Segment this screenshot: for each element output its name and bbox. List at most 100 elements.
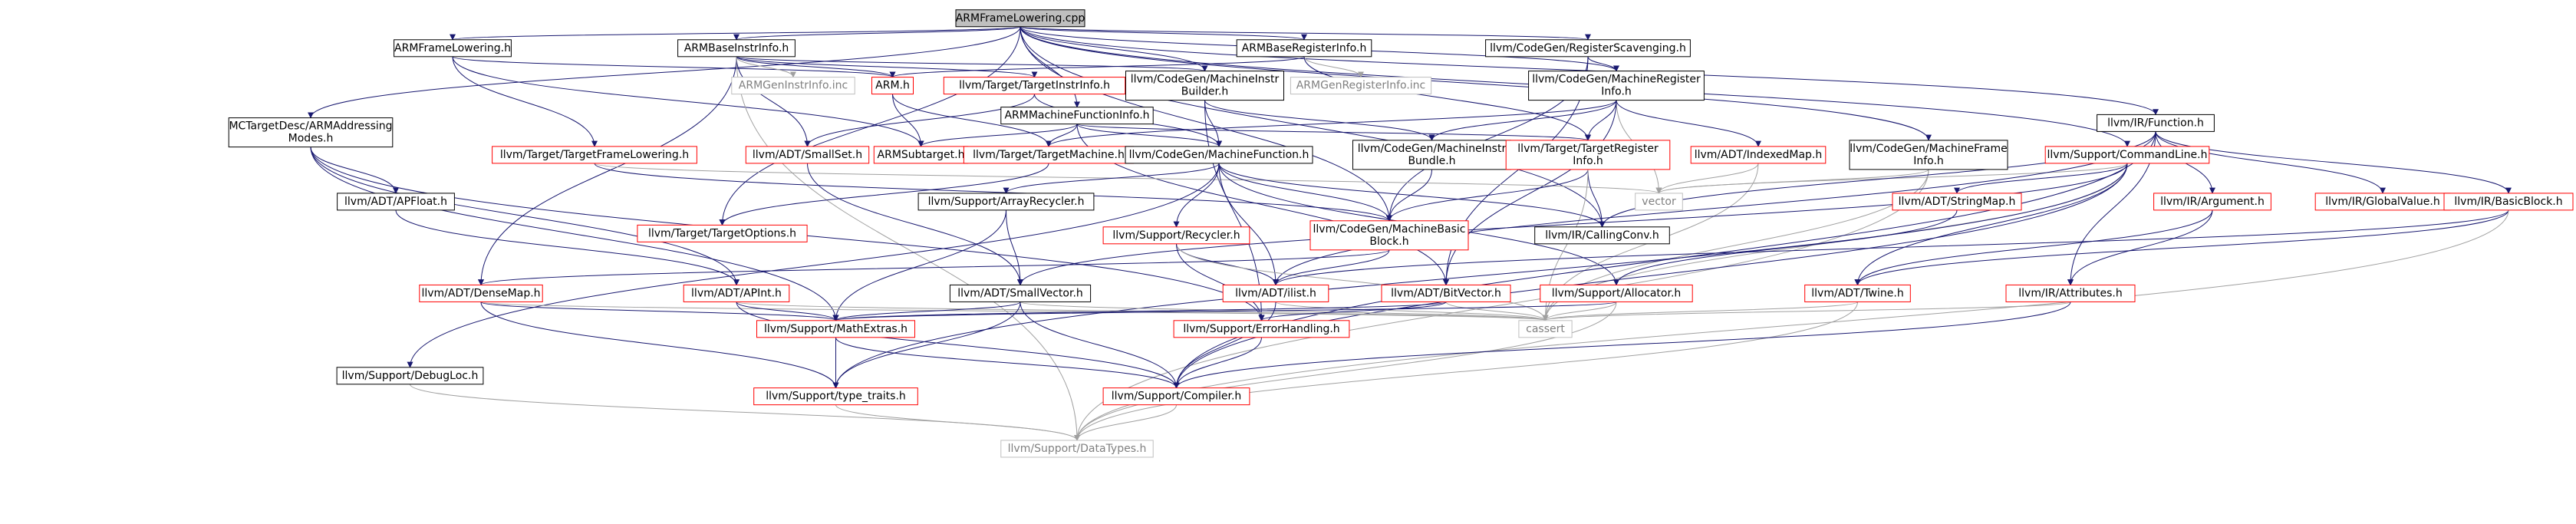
node-armmfi[interactable]: ARMMachineFunctionInfo.h xyxy=(1000,107,1154,125)
edge-root-to-callingconv xyxy=(1020,26,1606,228)
node-smallvector[interactable]: llvm/ADT/SmallVector.h xyxy=(949,284,1092,302)
node-attributes[interactable]: llvm/IR/Attributes.h xyxy=(2005,284,2136,302)
edge-densemap-to-typetraits xyxy=(480,302,839,389)
node-recycler[interactable]: llvm/Support/Recycler.h xyxy=(1102,226,1250,245)
node-label: Modes.h xyxy=(288,133,334,145)
node-stringmap[interactable]: llvm/ADT/StringMap.h xyxy=(1892,193,2022,211)
edge-compiler-to-datatypes xyxy=(1074,404,1177,441)
node-label: ARMBaseRegisterInfo.h xyxy=(1242,42,1367,54)
node-label: llvm/CodeGen/MachineFrame xyxy=(1850,143,2008,155)
node-irfunction[interactable]: llvm/IR/Function.h xyxy=(2097,114,2215,132)
node-apfloat[interactable]: llvm/ADT/APFloat.h xyxy=(337,193,455,211)
node-armsub[interactable]: ARMSubtarget.h xyxy=(873,146,969,164)
node-mf[interactable]: llvm/CodeGen/MachineFunction.h xyxy=(1125,146,1313,164)
node-box xyxy=(683,284,790,302)
node-label: ARMMachineFunctionInfo.h xyxy=(1004,110,1149,122)
node-box xyxy=(1485,39,1691,58)
edge-irargument-to-twine xyxy=(1854,209,2213,286)
node-mathextras[interactable]: llvm/Support/MathExtras.h xyxy=(756,320,915,338)
node-bitvector[interactable]: llvm/ADT/BitVector.h xyxy=(1381,284,1511,302)
edge-mbb-to-densemap xyxy=(478,249,1390,286)
edge-mri-to-mibundle xyxy=(1428,100,1617,141)
node-box xyxy=(1849,140,2008,170)
node-targetoptions[interactable]: llvm/Target/TargetOptions.h xyxy=(637,224,808,242)
edge-armmfi-to-tri xyxy=(1076,124,1591,141)
edge-armbaseinstr-to-mibuilder xyxy=(736,56,1208,72)
edge-root-to-mfi xyxy=(1020,26,1932,141)
node-basicblock[interactable]: llvm/IR/BasicBlock.h xyxy=(2443,193,2574,211)
edge-ilist-to-cassert xyxy=(1275,301,1549,321)
node-label: llvm/Support/Compiler.h xyxy=(1112,391,1242,403)
edge-mctarget-to-mathextras xyxy=(310,147,839,321)
node-box xyxy=(1000,107,1154,125)
node-cmdline[interactable]: llvm/Support/CommandLine.h xyxy=(2044,146,2210,164)
node-densemap[interactable]: llvm/ADT/DenseMap.h xyxy=(419,284,543,302)
node-allocator[interactable]: llvm/Support/Allocator.h xyxy=(1540,284,1693,302)
node-box xyxy=(955,9,1085,28)
edge-mf-to-arrayrecycler xyxy=(1003,163,1220,194)
node-label: llvm/IR/BasicBlock.h xyxy=(2454,196,2562,208)
node-typetraits[interactable]: llvm/Support/type_traits.h xyxy=(753,387,918,406)
node-targetinstr[interactable]: llvm/Target/TargetInstrInfo.h xyxy=(943,77,1126,95)
edge-cmdline-to-compiler xyxy=(1173,163,2128,389)
node-globalvalue[interactable]: llvm/IR/GlobalValue.h xyxy=(2314,193,2451,211)
node-regscav[interactable]: llvm/CodeGen/RegisterScavenging.h xyxy=(1485,39,1691,58)
node-ilist[interactable]: llvm/ADT/ilist.h xyxy=(1222,284,1329,302)
node-tfl[interactable]: llvm/Target/TargetFrameLowering.h xyxy=(492,146,697,164)
edge-apint-to-mathextras xyxy=(736,301,839,321)
node-label: Builder.h xyxy=(1181,86,1229,98)
node-debugloc[interactable]: llvm/Support/DebugLoc.h xyxy=(336,367,484,385)
edge-debugloc-to-datatypes xyxy=(410,384,1080,441)
edge-targetmachine-to-targetoptions xyxy=(719,163,1049,226)
node-label: llvm/ADT/IndexedMap.h xyxy=(1695,149,1823,161)
node-armbasereg[interactable]: ARMBaseRegisterInfo.h xyxy=(1236,39,1372,58)
node-label: llvm/Target/TargetMachine.h xyxy=(973,149,1125,161)
node-label: llvm/Support/Allocator.h xyxy=(1552,287,1682,299)
node-box xyxy=(1534,226,1670,245)
node-irargument[interactable]: llvm/IR/Argument.h xyxy=(2153,193,2271,211)
node-box xyxy=(871,77,914,95)
node-armfl_h[interactable]: ARMFrameLowering.h xyxy=(394,39,512,58)
node-twine[interactable]: llvm/ADT/Twine.h xyxy=(1804,284,1911,302)
node-apint[interactable]: llvm/ADT/APInt.h xyxy=(683,284,790,302)
node-label: llvm/Support/DebugLoc.h xyxy=(342,370,479,382)
edge-mf-to-ilist xyxy=(1218,163,1279,286)
node-label: llvm/Target/TargetInstrInfo.h xyxy=(959,80,1110,92)
node-label: llvm/ADT/Twine.h xyxy=(1811,287,1903,299)
edge-bitvector-to-cassert xyxy=(1445,301,1549,321)
node-label: llvm/CodeGen/MachineInstr xyxy=(1131,74,1280,86)
node-targetmachine[interactable]: llvm/Target/TargetMachine.h xyxy=(963,146,1135,164)
node-armbaseinstr[interactable]: ARMBaseInstrInfo.h xyxy=(677,39,796,58)
node-label: llvm/CodeGen/MachineRegister xyxy=(1532,74,1701,86)
node-smallset[interactable]: llvm/ADT/SmallSet.h xyxy=(745,146,870,164)
node-label: ARMFrameLowering.cpp xyxy=(956,12,1085,25)
node-compiler[interactable]: llvm/Support/Compiler.h xyxy=(1102,387,1250,406)
edge-attributes-to-compiler xyxy=(1173,302,2071,389)
edge-armbaseinstr-to-targetinstr xyxy=(736,56,1038,78)
edge-bitvector-to-mathextras xyxy=(832,301,1447,321)
node-errorhandling[interactable]: llvm/Support/ErrorHandling.h xyxy=(1173,320,1350,338)
node-label: Info.h xyxy=(1913,155,1944,167)
node-arrayrecycler[interactable]: llvm/Support/ArrayRecycler.h xyxy=(917,193,1095,211)
edge-smallvector-to-compiler xyxy=(1020,302,1180,389)
edge-typetraits-to-datatypes xyxy=(835,404,1080,441)
node-box xyxy=(1102,226,1250,245)
edge-armbasereg-to-tri xyxy=(1303,56,1591,141)
node-vector: vector xyxy=(1635,193,1683,211)
node-box xyxy=(1528,71,1705,101)
node-callingconv[interactable]: llvm/IR/CallingConv.h xyxy=(1534,226,1670,245)
node-indexedmap[interactable]: llvm/ADT/IndexedMap.h xyxy=(1690,146,1827,164)
node-label: llvm/Support/DataTypes.h xyxy=(1008,443,1147,455)
node-label: llvm/Support/type_traits.h xyxy=(766,391,906,403)
node-box xyxy=(1309,220,1469,251)
edge-root-to-mbb xyxy=(1020,26,1392,222)
node-arm_h[interactable]: ARM.h xyxy=(871,77,914,95)
node-box xyxy=(1290,77,1432,95)
